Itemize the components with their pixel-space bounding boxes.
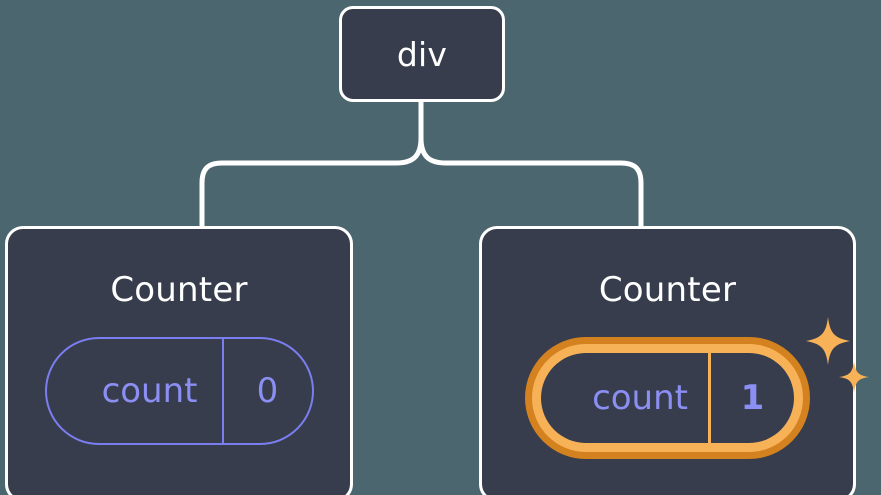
node-counter-right[interactable]: Counter count 1 [479, 226, 869, 495]
state-value-left: 0 [221, 339, 312, 443]
sparkle-small-icon [839, 361, 869, 393]
node-counter-left[interactable]: Counter count 0 [5, 226, 353, 495]
state-pill-right[interactable]: count 1 [541, 353, 794, 443]
state-pill-right-highlight-ring: count 1 [525, 337, 810, 459]
node-counter-left-label: Counter [110, 270, 248, 310]
sparkle-icon-group [806, 317, 869, 393]
state-pill-left[interactable]: count 0 [44, 337, 314, 445]
state-key-left: count [101, 371, 198, 411]
sparkle-large-icon [806, 317, 850, 365]
state-value-right: 1 [708, 353, 794, 443]
state-key-right: count [592, 378, 688, 418]
node-div[interactable]: div [339, 6, 505, 102]
node-counter-right-label: Counter [598, 270, 737, 310]
node-div-label: div [396, 34, 448, 74]
state-pill-left-wrapper: count 0 [44, 337, 314, 445]
state-pill-right-inner-ring: count 1 [532, 344, 803, 452]
state-pill-right-wrapper: count 1 [525, 317, 869, 459]
